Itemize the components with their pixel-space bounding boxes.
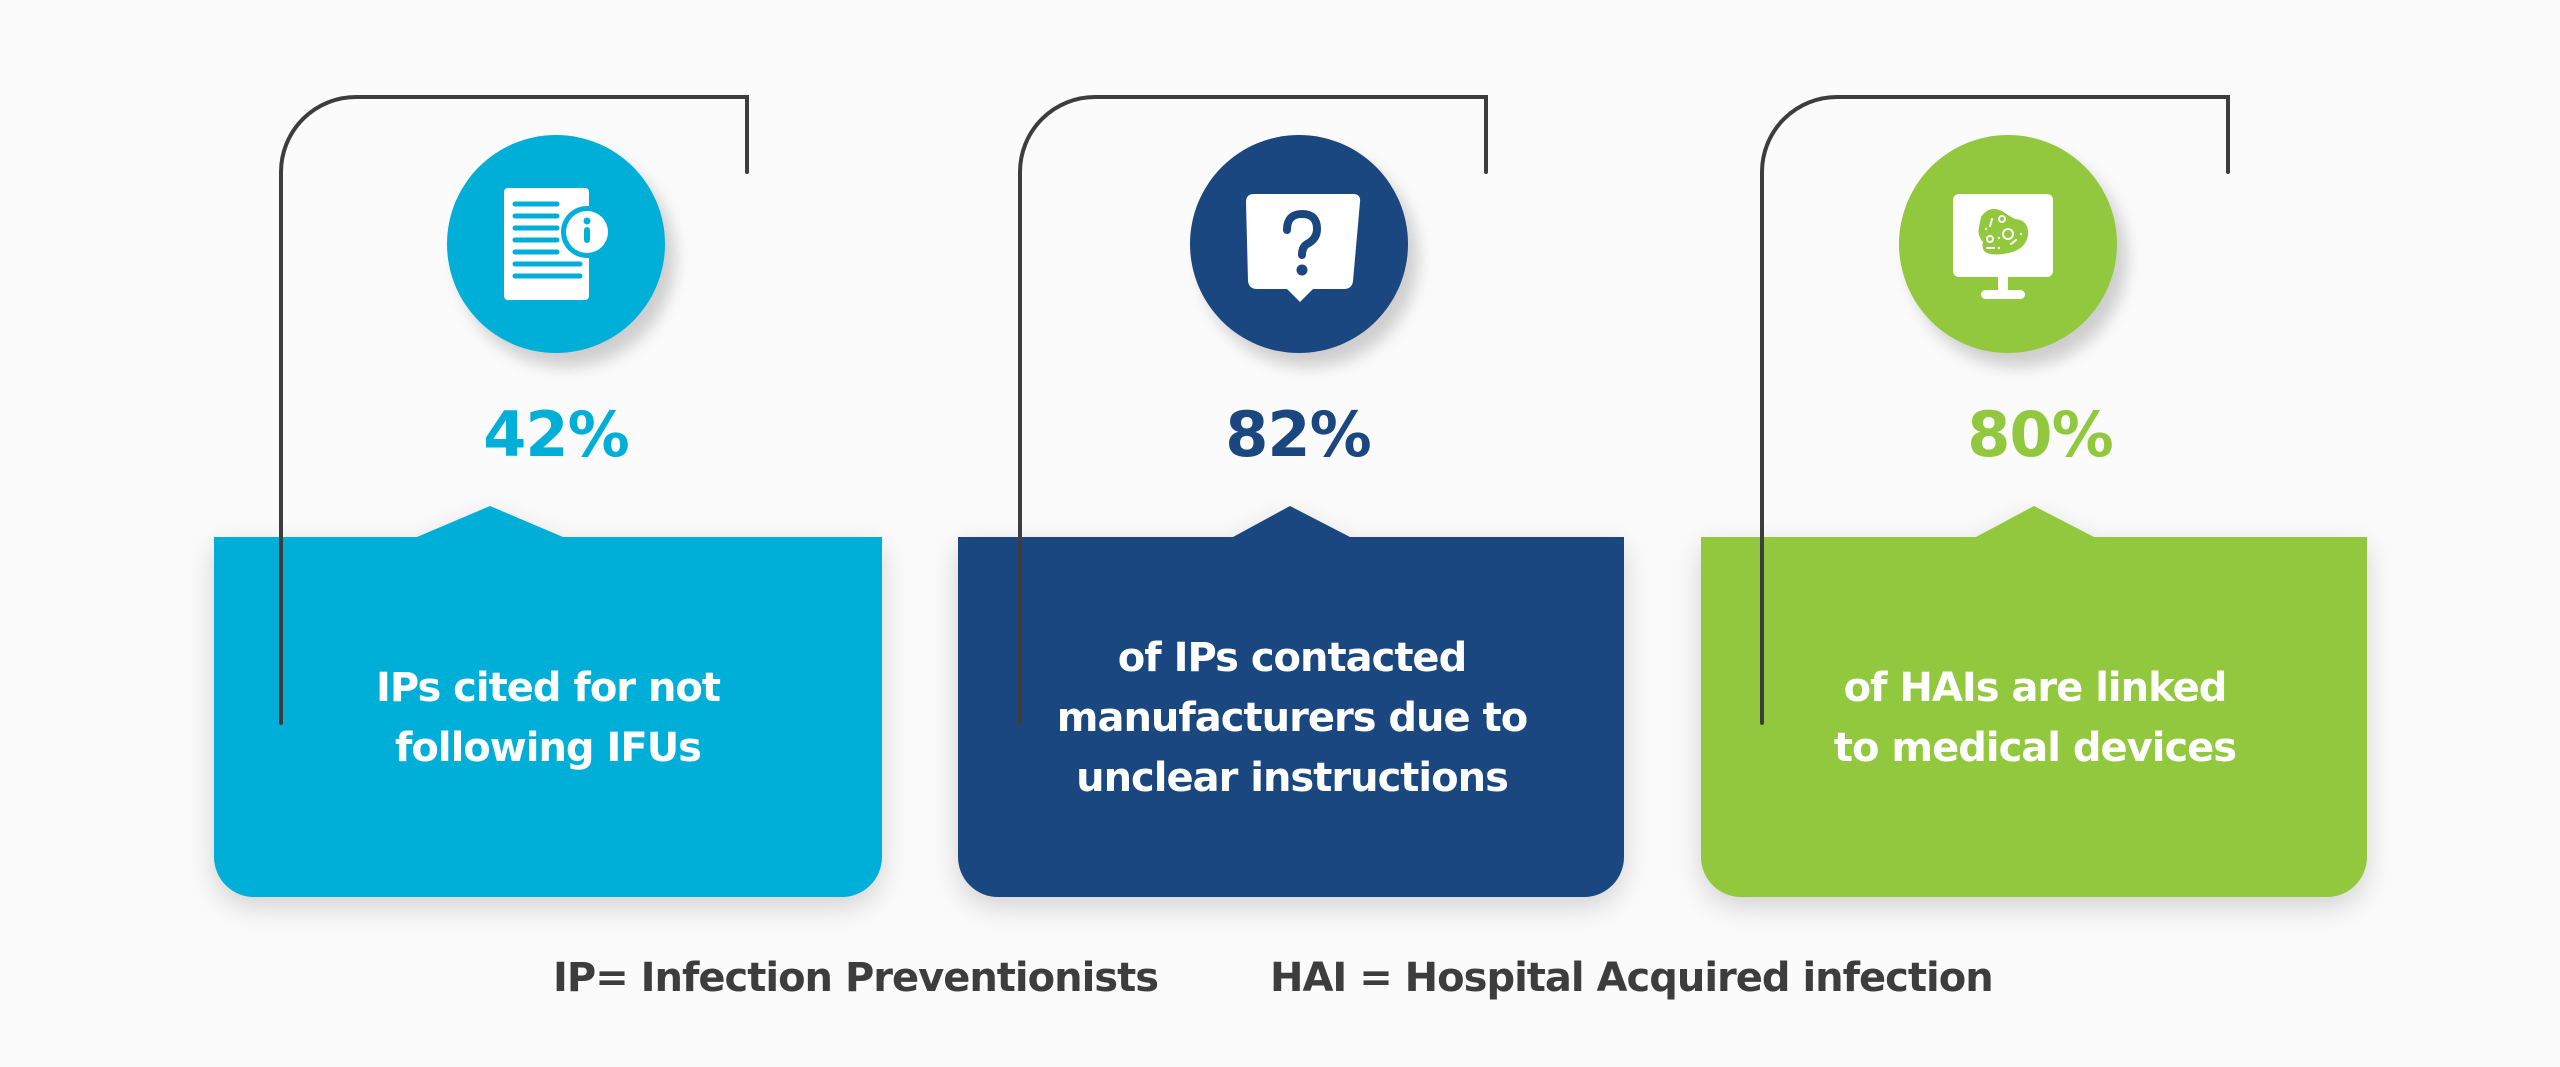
stat-2-card: of IPs contacted manufacturers due to un… [958, 506, 1626, 898]
stat-2-icon-circle [1190, 135, 1408, 353]
stat-1-card: IPs cited for not following IFUs [214, 506, 882, 898]
legend-ip: IP= Infection Preventionists [553, 955, 1159, 1001]
stat-1-icon-circle [447, 135, 665, 353]
stat-3-icon-circle [1899, 135, 2117, 353]
document-info-icon [504, 188, 613, 300]
stat-1-description: IPs cited for not following IFUs [375, 664, 721, 771]
stat-3-percent: 80% [1967, 398, 2113, 471]
monitor-germ-icon [1953, 194, 2053, 299]
legend-hai: HAI = Hospital Acquired infection [1270, 955, 1994, 1001]
stat-2-percent: 82% [1225, 398, 1371, 471]
stat-3-description: of HAIs are linked to medical devices [1833, 664, 2237, 771]
stat-3-card: of HAIs are linked to medical devices [1701, 506, 2369, 898]
question-bubble-icon [1246, 194, 1361, 302]
stat-1-percent: 42% [483, 398, 629, 471]
stat-2-description: of IPs contacted manufacturers due to un… [1056, 634, 1528, 801]
